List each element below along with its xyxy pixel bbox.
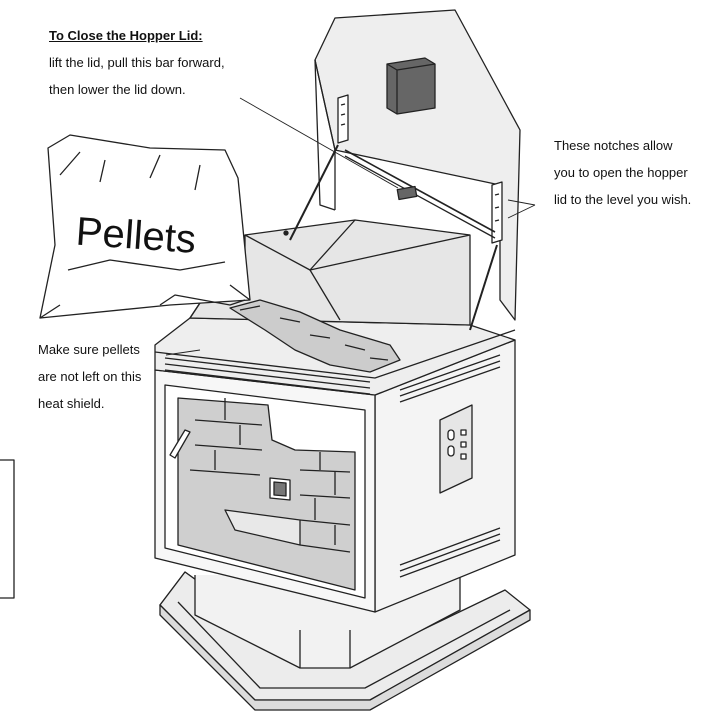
heat-shield-line-1: Make sure pellets <box>38 336 141 363</box>
control-panel <box>440 405 472 493</box>
close-lid-title: To Close the Hopper Lid: <box>49 22 225 49</box>
heat-shield-line-2: are not left on this <box>38 363 141 390</box>
notches-line-3: lid to the level you wish. <box>554 186 691 213</box>
heat-shield-line-3: heat shield. <box>38 390 141 417</box>
notches-line-2: you to open the hopper <box>554 159 691 186</box>
close-lid-line-1: lift the lid, pull this bar forward, <box>49 49 225 76</box>
heat-shield-callout: Make sure pellets are not left on this h… <box>38 336 141 417</box>
notches-line-1: These notches allow <box>554 132 691 159</box>
margin-frame <box>0 460 14 598</box>
notches-callout: These notches allow you to open the hopp… <box>554 132 691 213</box>
close-lid-line-2: then lower the lid down. <box>49 76 225 103</box>
pellet-bag-label: Pellets <box>75 210 198 262</box>
close-lid-callout: To Close the Hopper Lid: lift the lid, p… <box>49 22 225 103</box>
